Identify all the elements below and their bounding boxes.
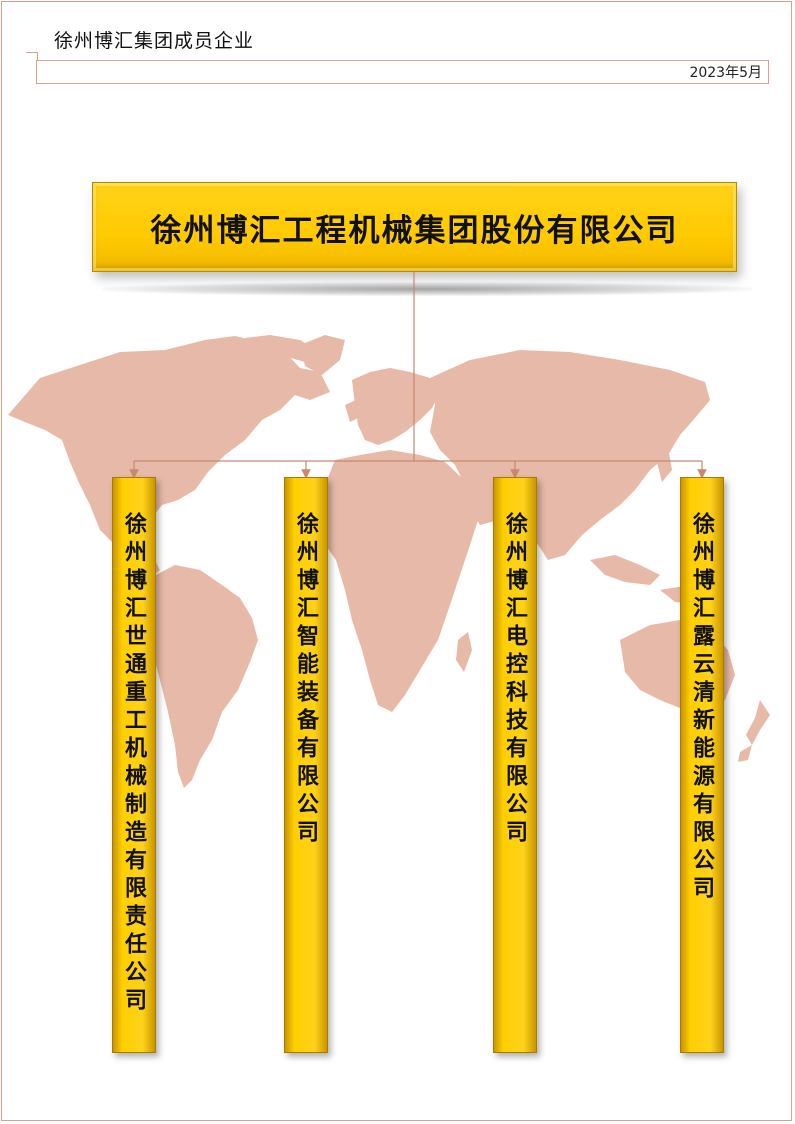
subsidiary-label-1: 徐州博汇世通重工机械制造有限责任公司	[121, 512, 147, 1016]
subsidiary-box-2: 徐州博汇智能装备有限公司	[284, 477, 328, 1053]
parent-company-label: 徐州博汇工程机械集团股份有限公司	[150, 212, 679, 249]
subsidiary-label-3: 徐州博汇电控科技有限公司	[502, 512, 528, 848]
document-date: 2023年5月	[689, 65, 762, 81]
subsidiary-box-1: 徐州博汇世通重工机械制造有限责任公司	[112, 477, 156, 1053]
parent-company-box: 徐州博汇工程机械集团股份有限公司	[92, 182, 737, 272]
document-title: 徐州博汇集团成员企业	[54, 30, 255, 52]
header-rule	[36, 60, 769, 84]
subsidiary-label-4: 徐州博汇露云清新能源有限公司	[689, 512, 715, 904]
header-corner-mark	[26, 52, 38, 61]
subsidiary-box-3: 徐州博汇电控科技有限公司	[493, 477, 537, 1053]
subsidiary-label-2: 徐州博汇智能装备有限公司	[293, 512, 319, 848]
subsidiary-box-4: 徐州博汇露云清新能源有限公司	[680, 477, 724, 1053]
